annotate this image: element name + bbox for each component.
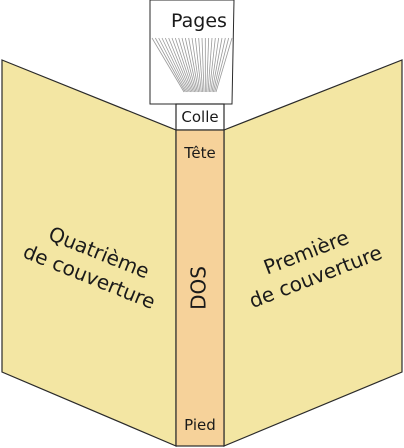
page-edge-line — [154, 37, 186, 93]
page-edge-line — [206, 37, 210, 93]
page-edge-line — [198, 37, 204, 93]
page-edge-line — [215, 37, 233, 93]
page-edge-line — [174, 37, 194, 93]
page-edge-line — [171, 37, 193, 93]
page-lines — [151, 37, 233, 93]
page-edge-line — [158, 37, 188, 93]
page-edge-line — [178, 37, 196, 93]
pages-block — [149, 0, 235, 105]
spine — [175, 129, 225, 447]
page-edge-line — [161, 37, 189, 93]
spine-label: DOS — [187, 266, 211, 310]
page-edge-line — [208, 37, 216, 93]
page-edge-line — [210, 37, 220, 93]
page-edge-line — [181, 37, 197, 93]
page-edge-line — [164, 37, 190, 93]
glue-label: Colle — [181, 108, 218, 126]
page-edge-line — [201, 37, 205, 93]
page-edge-line — [191, 37, 201, 93]
page-edge-line — [184, 37, 198, 93]
page-edge-line — [214, 37, 230, 93]
page-edge-line — [168, 37, 192, 93]
foot-label: Pied — [184, 416, 216, 434]
pages-label: Pages — [171, 10, 227, 32]
glue-box — [175, 103, 225, 131]
page-edge-line — [151, 37, 185, 93]
page-edge-line — [211, 37, 223, 93]
page-edge-line — [207, 37, 213, 93]
page-edge-line — [188, 37, 200, 93]
page-edge-line — [212, 37, 226, 93]
page-edge-line — [194, 37, 202, 93]
head-label: Tête — [183, 144, 215, 162]
